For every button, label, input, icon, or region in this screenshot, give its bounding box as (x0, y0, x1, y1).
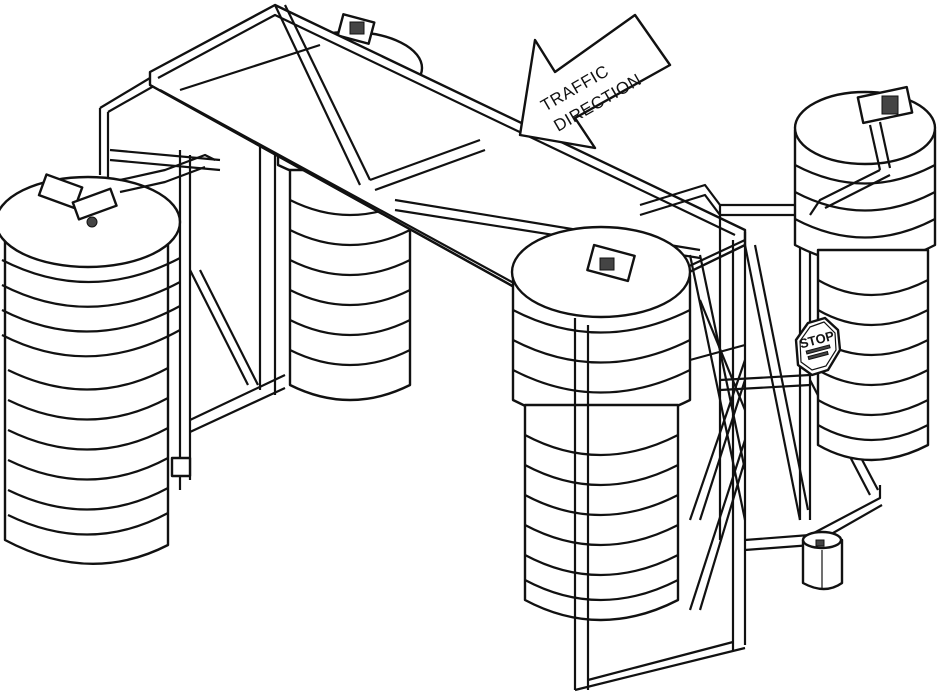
tank-stack-right (793, 85, 937, 462)
stop-sign: STOP (794, 316, 842, 377)
motor-unit-back (336, 13, 376, 45)
motor-unit-front (586, 243, 636, 283)
tank-stack-front (510, 225, 692, 622)
bollard-base (801, 530, 844, 591)
traffic-direction-arrow: TRAFFIC DIRECTION (518, 13, 672, 150)
frame-front (573, 232, 747, 692)
motor-unit-right (809, 85, 914, 216)
tank-stack-left (0, 173, 182, 565)
motor-unit-left (37, 173, 118, 228)
